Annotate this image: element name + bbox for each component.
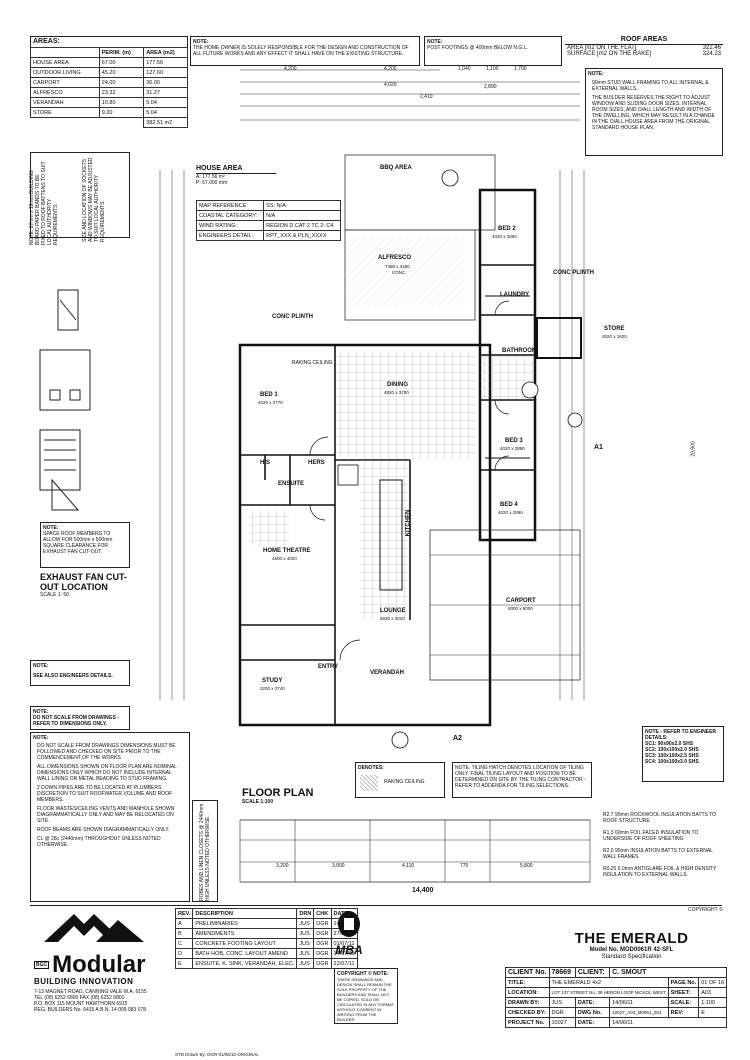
roof-areas-title: ROOF AREAS (565, 36, 723, 45)
copyright-top: COPYRIGHT © (688, 907, 723, 913)
overall-width: 14,400 (412, 887, 434, 894)
marker-a2: A2 (453, 735, 462, 742)
exhaust-heading: EXHAUST FAN CUT-OUT LOCATION SCALE 1: 50 (40, 572, 128, 598)
mba-logo: MBA (332, 910, 366, 978)
table-row: ENGINEERS DETAIL:RPT_XXX & PLN_XXXX (195, 230, 341, 241)
roof-areas-panel: ROOF AREAS AREA [m2 ON THE FLAT]322.46 S… (565, 36, 723, 57)
room-theatre: HOME THEATRE (263, 548, 311, 554)
title-block: CLIENT No. 78669 CLIENT: C. SMOUT TITLE:… (505, 967, 728, 1028)
room-kitchen: KITCHEN (405, 509, 412, 537)
company-logo: BGC Modular BUILDING INNOVATION 7-13 MAG… (34, 910, 170, 1013)
side-note-box: NOTE: 67mm x 19mm BUILDING BOARD PAPER B… (29, 152, 130, 245)
engineers-note: NOTE: SEE ALSO ENGINEERS DETAILS. (30, 660, 130, 686)
room-lounge: LOUNGE (380, 608, 406, 614)
bottom-dimension-strip (239, 819, 591, 883)
framing-note: NOTE: 90mm STUD WALL FRAMING TO ALL INTE… (585, 68, 723, 156)
room-bed1: BED 1 (260, 392, 278, 398)
engineer-details: NOTE - REFER TO ENGINEER DETAILS: SC1: 9… (642, 726, 724, 782)
room-entry: ENTRY (318, 664, 339, 670)
owner-note: NOTE: THE HOME OWNER IS SOLELY RESPONSIB… (190, 36, 420, 66)
side-note-right: SIZE AND LOCATION OF SOCKETS AND WINDOWS… (82, 157, 106, 242)
insulation-notes: R2.7 90mm ROCKWOOL INSULATION BATTS TO R… (603, 812, 717, 878)
room-store: STORE (604, 326, 625, 332)
company-name: Modular (52, 951, 146, 978)
room-hers: HERS (308, 460, 325, 466)
marker-a1: A1 (594, 444, 603, 451)
room-verandah: VERANDAH (370, 670, 405, 676)
exhaust-note: NOTE: SPACE ROOF MEMBERS TO ALLOW FOR 50… (40, 522, 130, 568)
tiling-note: NOTE: TILING HATCH DENOTES LOCATION OF T… (452, 762, 592, 798)
table-row: BAMENDMENTSJUSDGR27/06/11 (174, 928, 358, 939)
robes-note: ROBES AND LINEN CLOSETS @ 2440mm HIGH UN… (192, 800, 218, 902)
room-bed2: BED 2 (498, 226, 516, 232)
areas-title: AREAS: (30, 36, 188, 47)
house-area-box: HOUSE AREA A: 177.56 m² P: 67.000 mm (196, 165, 276, 186)
conc-plinth: CONC PLINTH (272, 314, 313, 320)
room-dining: DINING (387, 382, 408, 388)
mba-emblem-icon (338, 911, 360, 937)
table-row: APRELIMINARIESJUSDGR14/06/11 (174, 918, 358, 929)
model-block: THE EMERALD Model No. MOD0061R 42-SFL St… (544, 930, 719, 961)
areas-total: 382.51 m2 (143, 117, 188, 128)
mm-logo-icon (44, 914, 144, 942)
side-note-left: NOTE: 67mm x 19mm BUILDING BOARD PAPER B… (29, 161, 59, 245)
room-laundry: LAUNDRY (500, 292, 530, 298)
floor-plan-title: FLOOR PLAN SCALE 1:100 (242, 787, 314, 805)
general-notes: NOTE: DO NOT SCALE FROM DRAWINGS DIMENSI… (30, 732, 190, 902)
room-bbq: BBQ AREA (380, 165, 412, 171)
room-bed3: BED 3 (505, 438, 523, 444)
table-row: SURFACE [m2 ON THE RAKE]324.23 (567, 51, 721, 57)
room-carport: CARPORT (506, 598, 536, 604)
room-his: HIS (260, 460, 271, 466)
table-row: AREA [m2 ON THE FLAT]322.46 (567, 45, 721, 51)
reference-table: MAP REFERENCE:SS: N/A COASTAL CATEGORY:N… (195, 200, 341, 241)
bgc-tag: BGC (34, 961, 50, 969)
post-footing-note: NOTE: POST FOOTINGS @ 400mm BELOW N.G.L. (424, 36, 562, 66)
room-bed4: BED 4 (500, 502, 518, 508)
room-ensuite: ENSUITE (278, 481, 305, 487)
room-alfresco: ALFRESCO (378, 255, 411, 261)
model-name: THE EMERALD (574, 930, 689, 947)
floor-plan-drawing (159, 69, 585, 749)
room-study: STUDY (262, 678, 283, 684)
denotes-box: DENOTES: RAKING CEILING (355, 762, 445, 798)
copyright-note: COPYRIGHT © NOTE: THESE DRAWINGS AND DES… (334, 968, 398, 1024)
footer-text: STD Drawn By: DGR 01/06/10 ORIGINAL (175, 1052, 259, 1057)
exhaust-detail-sketch (39, 289, 91, 511)
scale-note: NOTE: DO NOT SCALE FROM DRAWINGS - REFER… (30, 706, 130, 730)
room-bathroom: BATHROOM (502, 348, 537, 354)
conc-plinth-2: CONC PLINTH (553, 270, 594, 276)
